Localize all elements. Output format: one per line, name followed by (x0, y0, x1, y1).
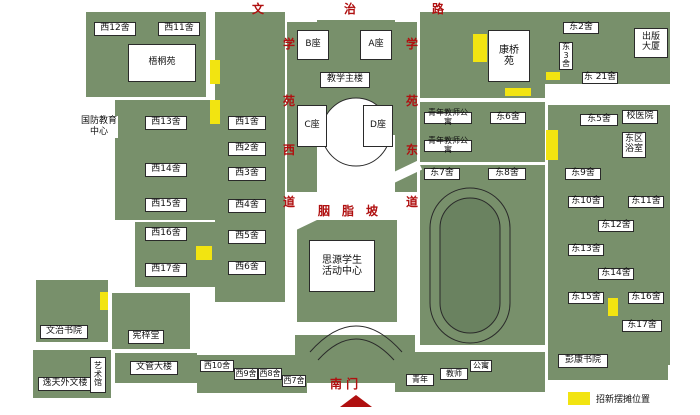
bld-dong12: 东12舍 (598, 220, 634, 232)
stall-marker (210, 60, 220, 84)
road-north-3: 路 (432, 2, 445, 16)
label-guofang: 国防教育中心 (80, 116, 118, 138)
bld-qing2: 青年教师公寓 (424, 136, 472, 154)
bld-xi7: 西7舍 (282, 375, 306, 387)
bld-d-zuo: D座 (363, 105, 393, 147)
bld-xi17: 西17舍 (145, 263, 187, 277)
bld-a-zuo: A座 (360, 30, 392, 60)
bld-xi11: 西11舍 (158, 22, 200, 36)
bld-dong17: 东17舍 (622, 320, 662, 332)
bld-yiwen: 艺术馆 (90, 357, 106, 393)
road-west-4: 道 (283, 195, 296, 209)
zone-west-strip (215, 12, 285, 302)
bld-qing1: 青年教师公寓 (424, 108, 472, 126)
bld-kangqiao: 康桥苑 (488, 30, 530, 82)
stall-marker (473, 34, 487, 62)
bld-b-zuo: B座 (297, 30, 329, 60)
bld-xi5: 西5舍 (228, 230, 266, 244)
road-east-1: 学 (406, 37, 419, 51)
bld-xi12: 西12舍 (94, 22, 136, 36)
bld-c-zuo: C座 (297, 105, 327, 147)
bld-dong13: 东13舍 (568, 244, 604, 256)
bld-xi10: 西10舍 (200, 360, 234, 372)
road-east-4: 道 (406, 195, 419, 209)
stall-marker (608, 298, 618, 316)
bld-bath: 东区浴室 (622, 132, 646, 158)
road-east-2: 苑 (406, 94, 419, 108)
road-east-3: 东 (406, 143, 419, 157)
road-west-3: 西 (283, 143, 296, 157)
bld-xi9: 西9舍 (234, 368, 258, 380)
legend: 招新摆摊位置 (568, 392, 650, 405)
bld-xi16: 西16舍 (145, 227, 187, 241)
road-center-2: 脂 (342, 204, 355, 218)
bld-dong21: 东 21舍 (582, 72, 618, 84)
bld-pengkang: 彭康书院 (558, 354, 608, 368)
bld-dong8: 东8舍 (488, 168, 526, 180)
bld-xi1: 西1舍 (228, 116, 266, 130)
zone-center-right (395, 22, 417, 192)
bld-wutong: 梧桐苑 (128, 44, 196, 82)
bld-dong10: 东10舍 (568, 196, 604, 208)
bld-activity: 思源学生活动中心 (309, 240, 375, 292)
road-north-1: 文 (252, 2, 265, 16)
stall-marker (100, 292, 108, 310)
bld-xi2: 西2舍 (228, 142, 266, 156)
bld-xi8: 西8舍 (258, 368, 282, 380)
road-south-gate: 南 门 (330, 377, 359, 391)
bld-dong2: 东2舍 (563, 22, 599, 34)
bld-dong9: 东9舍 (565, 168, 601, 180)
bld-qingnian: 青年 (406, 374, 434, 386)
stall-marker (210, 100, 220, 124)
bld-dong6: 东6舍 (490, 112, 526, 124)
bld-press: 出版大厦 (634, 28, 668, 58)
bld-yifu: 逸夫外文楼 (38, 377, 92, 391)
bld-xi4: 西4舍 (228, 199, 266, 213)
bld-zongzi: 宪梓堂 (128, 330, 164, 344)
stall-marker (505, 88, 531, 96)
bld-dong5: 东5舍 (580, 114, 618, 126)
stall-marker (546, 72, 560, 80)
legend-swatch (568, 392, 590, 405)
bld-wenguan: 文管大楼 (130, 361, 178, 375)
bld-dong3: 东3舍 (559, 42, 573, 70)
bld-dong11: 东11舍 (628, 196, 664, 208)
bld-xi14: 西14舍 (145, 163, 187, 177)
road-center-1: 胭 (318, 204, 331, 218)
road-west-1: 学 (283, 37, 296, 51)
bld-dong7: 东7舍 (424, 168, 460, 180)
bld-hospital: 校医院 (622, 110, 658, 124)
road-center-3: 坡 (366, 204, 379, 218)
bld-dong14: 东14舍 (598, 268, 634, 280)
bld-dong15: 东15舍 (568, 292, 604, 304)
bld-main: 教学主楼 (320, 72, 370, 88)
bld-xi6: 西6舍 (228, 261, 266, 275)
road-west-2: 苑 (283, 94, 296, 108)
stall-marker (196, 246, 212, 260)
bld-wenzhi: 文治书院 (40, 325, 88, 339)
stall-marker (546, 130, 558, 160)
bld-xi15: 西15舍 (145, 198, 187, 212)
bld-jiaoshi: 教师 (440, 368, 468, 380)
road-north-2: 治 (344, 2, 357, 16)
bld-xi3: 西3舍 (228, 167, 266, 181)
legend-label: 招新摆摊位置 (596, 395, 651, 405)
bld-gongyu: 公寓 (470, 360, 492, 372)
bld-dong16: 东16舍 (628, 292, 664, 304)
bld-xi13: 西13舍 (145, 116, 187, 130)
